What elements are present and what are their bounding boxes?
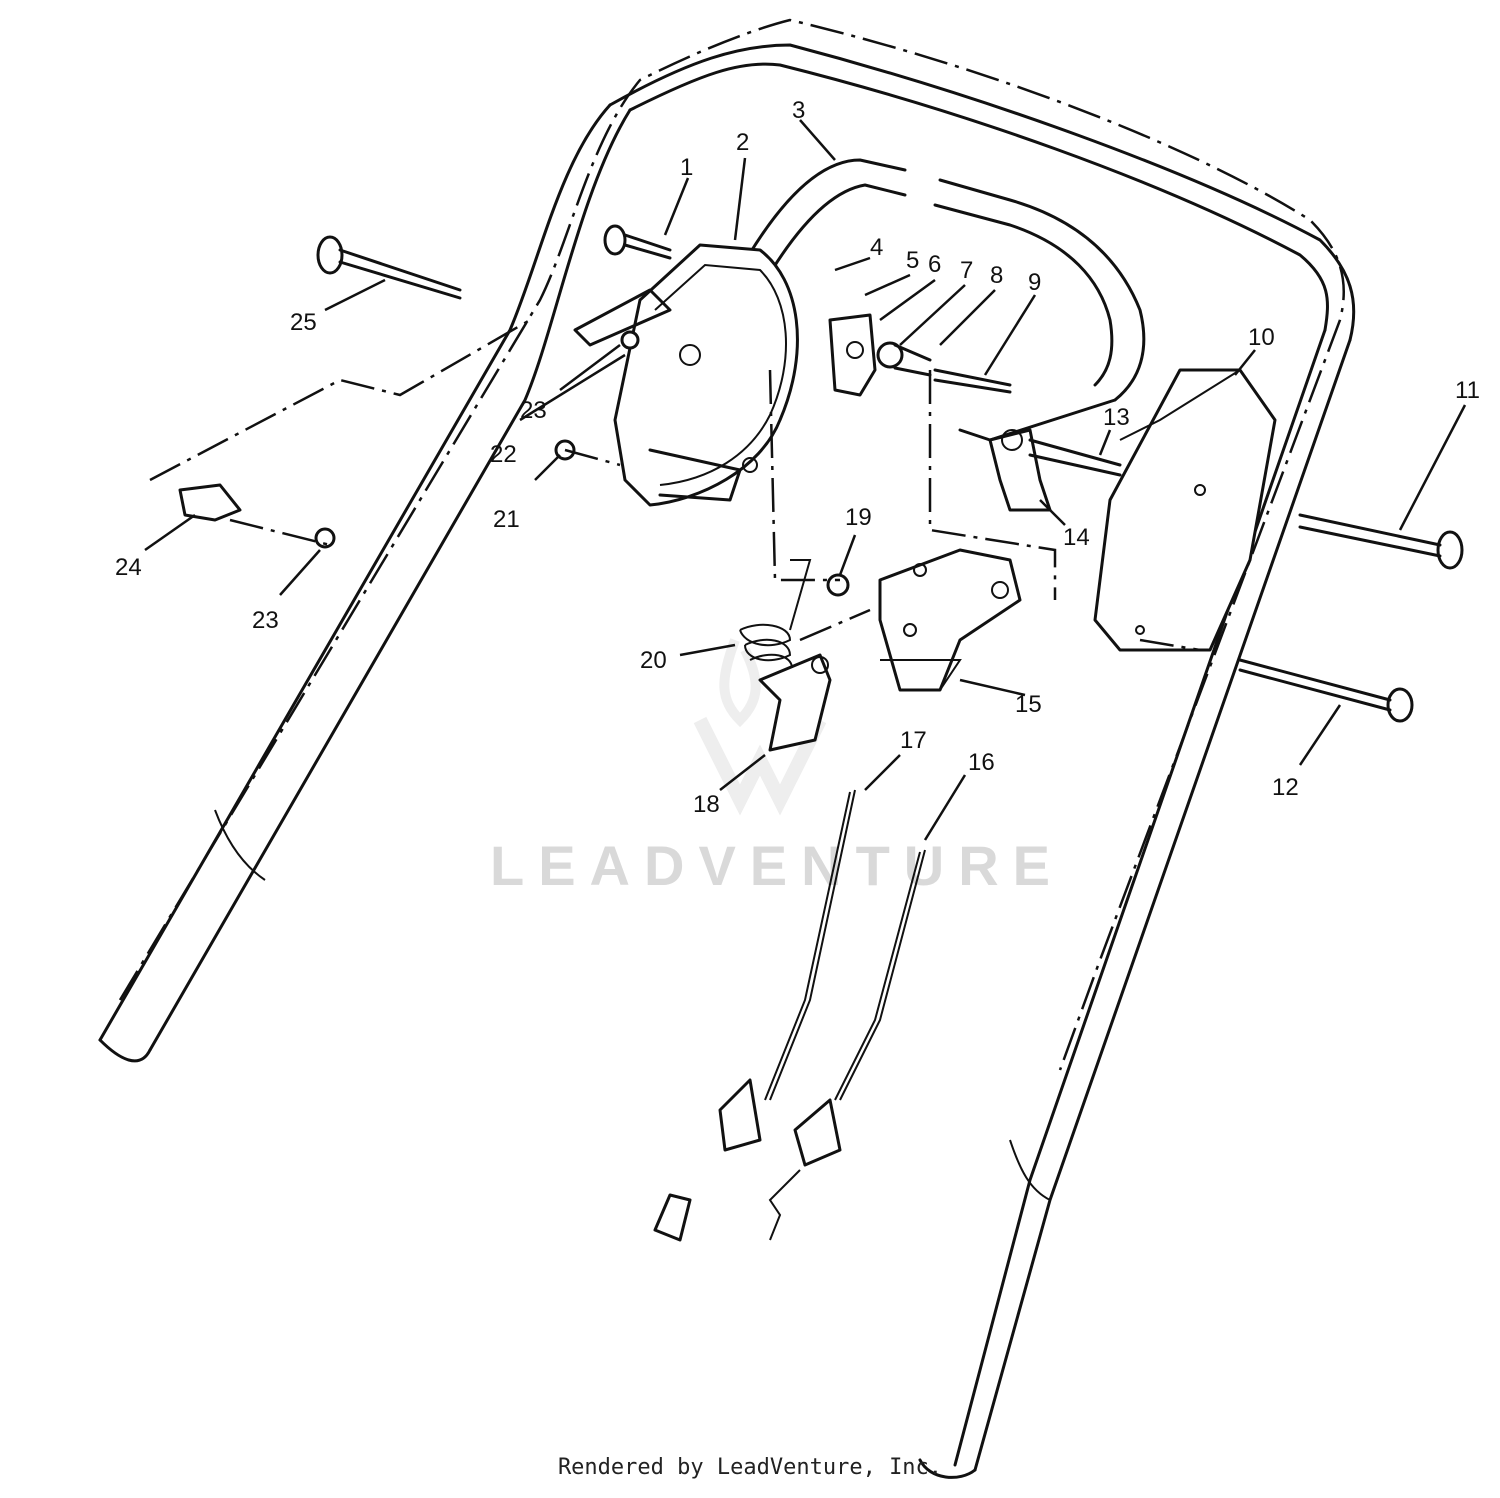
callout-5: 5 [906,247,919,274]
washer-19 [826,573,850,597]
assembly-lines [149,318,1201,652]
callout-12: 12 [1272,774,1299,801]
link-arm [573,288,672,347]
callout-4: 4 [870,234,883,261]
cable-17 [653,789,856,1242]
callout-11: 11 [1455,377,1480,404]
callout-13: 13 [1103,404,1130,431]
watermark-brand: LEADVENTURE [490,834,1064,897]
callout-10: 10 [1248,324,1275,351]
rod [933,368,1012,394]
callout-21: 21 [493,506,520,533]
bolt-25 [316,235,462,300]
bolt-12 [1238,658,1414,723]
render-credit: Rendered by LeadVenture, Inc. [557,1455,943,1480]
callout-20: 20 [640,647,667,674]
callout-25: 25 [290,309,317,336]
handle-tube [98,18,1356,1479]
lever [758,653,832,752]
cable-16 [768,849,926,1241]
callout-14: 14 [1063,524,1090,551]
callout-2: 2 [736,129,749,156]
callout-23-lower: 23 [252,607,279,634]
callout-17: 17 [900,727,927,754]
callout-1: 1 [680,154,693,181]
callout-3: 3 [792,97,805,124]
nut-23-lower [314,527,336,549]
shaft [1028,438,1122,477]
bushing-pin [876,341,932,377]
callout-24: 24 [115,554,142,581]
bolt-1 [603,224,672,260]
callout-23-upper: 23 [520,397,547,424]
leader-lines [144,119,1467,841]
spring [739,559,812,669]
cover [1093,368,1277,652]
callout-7: 7 [960,257,973,284]
pivot-cam [828,313,877,397]
callout-6: 6 [928,251,941,278]
callout-16: 16 [968,749,995,776]
bail-lever [738,158,1146,442]
bolt-11 [1298,513,1464,570]
callout-19: 19 [845,504,872,531]
callout-labels: 1 2 3 4 5 6 7 8 9 10 11 12 13 14 15 16 1… [115,97,1480,818]
bracket [878,548,1022,692]
spacer-24 [178,483,242,522]
callout-15: 15 [1015,691,1042,718]
callout-8: 8 [990,262,1003,289]
callout-18: 18 [693,791,720,818]
control-housing [613,243,799,507]
callout-22: 22 [490,441,517,468]
washer-22 [620,330,640,350]
callout-9: 9 [1028,269,1041,296]
